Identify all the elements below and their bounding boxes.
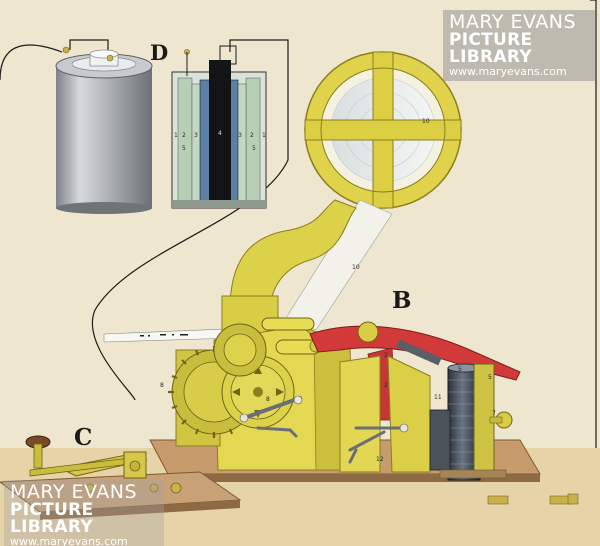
cell-number: 1	[174, 132, 178, 139]
magnet-number: 5	[488, 374, 492, 381]
watermark-subtitle: PICTURE LIBRARY	[10, 500, 94, 537]
wheel-number: 8	[266, 396, 270, 403]
lever-number: 2	[384, 352, 388, 359]
watermark-title: MARY EVANS	[449, 11, 577, 33]
cell-number: 2	[182, 132, 186, 139]
paper-reel	[304, 51, 462, 209]
cell-number: 5	[252, 145, 256, 152]
bar-number: 11	[434, 394, 442, 401]
wire-battery-left	[0, 44, 63, 81]
wire-right	[590, 0, 597, 520]
magnet-number: 5	[458, 366, 462, 373]
reel-number: 10	[422, 118, 430, 125]
base-number: 12	[376, 456, 384, 463]
cell-number: 3	[194, 132, 198, 139]
cell-number: 5	[182, 145, 186, 152]
telegraph-key	[25, 435, 182, 494]
gear-number: 8	[160, 382, 164, 389]
watermark-url: www.maryevans.com	[10, 535, 128, 546]
lever-number: 2	[384, 382, 388, 389]
wire-battery-right	[91, 39, 289, 401]
cell-number: 3	[238, 132, 242, 139]
lever-stand	[339, 321, 442, 473]
terminals	[487, 493, 579, 505]
strip-number: 10	[352, 264, 360, 271]
cell-number: 2	[250, 132, 254, 139]
handles	[239, 395, 409, 464]
watermark-subtitle: PICTURE LIBRARY	[449, 30, 533, 67]
tape-marks	[140, 334, 188, 337]
watermark-url: www.maryevans.com	[449, 65, 567, 78]
electromagnet	[429, 363, 513, 481]
battery-cylinder	[55, 46, 153, 214]
cell-number: 1	[262, 132, 266, 139]
watermark-title: MARY EVANS	[10, 481, 138, 503]
battery-cell-section	[171, 45, 267, 209]
label-printer: B	[392, 287, 412, 314]
label-battery: D	[150, 40, 169, 65]
gear-top	[213, 323, 267, 377]
wire-battery-top	[69, 39, 109, 58]
cell-number: 4	[218, 130, 222, 137]
watermark-top: MARY EVANS PICTURE LIBRARY www.maryevans…	[443, 10, 595, 81]
watermark-bottom: MARY EVANS PICTURE LIBRARY www.maryevans…	[4, 480, 164, 546]
paper-strip	[285, 199, 393, 331]
screw-number: 7	[492, 410, 496, 417]
label-key: C	[74, 424, 93, 451]
